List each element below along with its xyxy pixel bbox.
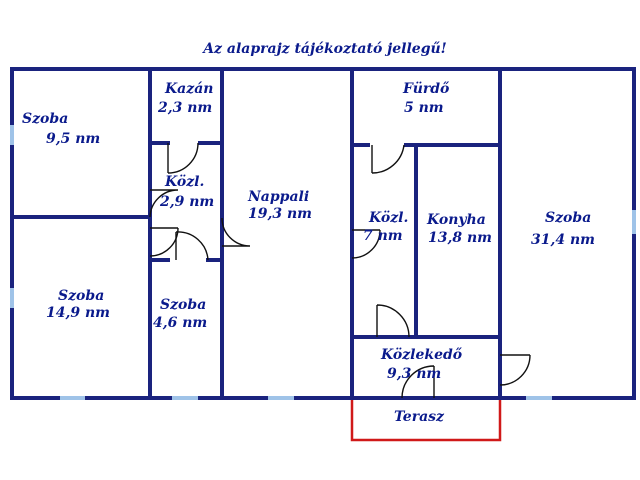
room-area-szoba-a: 9,5 nm <box>46 131 100 147</box>
door-nappali <box>221 217 251 247</box>
room-area-kazan: 2,3 nm <box>157 100 212 116</box>
room-name-szoba-a: Szoba <box>22 111 68 127</box>
doors <box>149 142 531 399</box>
windows <box>10 125 636 400</box>
room-name-szoba-c: Szoba <box>160 297 206 313</box>
door-kozlekedo-right <box>499 354 531 386</box>
door-kazan <box>167 142 199 174</box>
room-name-kozlekedo: Közlekedő <box>380 347 463 363</box>
door-szoba-b <box>149 227 179 257</box>
room-area-nappali: 19,3 nm <box>248 206 312 222</box>
room-name-nappali: Nappali <box>247 189 309 205</box>
terrace-outline <box>350 400 502 442</box>
door-szoba-c <box>175 231 209 261</box>
room-area-szoba-b: 14,9 nm <box>46 305 110 321</box>
room-name-konyha: Konyha <box>426 212 486 228</box>
room-area-furdo: 5 nm <box>404 100 444 116</box>
plan-note: Az alaprajz tájékoztató jellegű! <box>201 41 447 57</box>
room-area-kozl-a: 2,9 nm <box>159 194 214 210</box>
room-area-szoba-d: 31,4 nm <box>531 232 595 248</box>
room-area-konyha: 13,8 nm <box>428 230 492 246</box>
room-name-kazan: Kazán <box>164 81 213 97</box>
room-area-kozl-b: 7 nm <box>363 228 403 244</box>
room-name-terasz: Terasz <box>394 409 445 425</box>
room-name-szoba-b: Szoba <box>58 288 104 304</box>
room-name-furdo: Fürdő <box>402 81 450 97</box>
room-area-szoba-c: 4,6 nm <box>153 315 207 331</box>
room-name-kozl-a: Közl. <box>164 174 204 190</box>
room-name-szoba-d: Szoba <box>545 210 591 226</box>
door-furdo <box>371 144 405 174</box>
door-kozl-b <box>351 229 381 259</box>
door-terasz <box>401 365 435 399</box>
room-area-kozlekedo: 9,3 nm <box>387 366 441 382</box>
door-konyha <box>376 304 410 338</box>
room-name-kozl-b: Közl. <box>368 210 408 226</box>
room-labels: Szoba 9,5 nm Kazán 2,3 nm Közl. 2,9 nm S… <box>22 81 595 425</box>
door-szoba-a <box>149 189 179 218</box>
